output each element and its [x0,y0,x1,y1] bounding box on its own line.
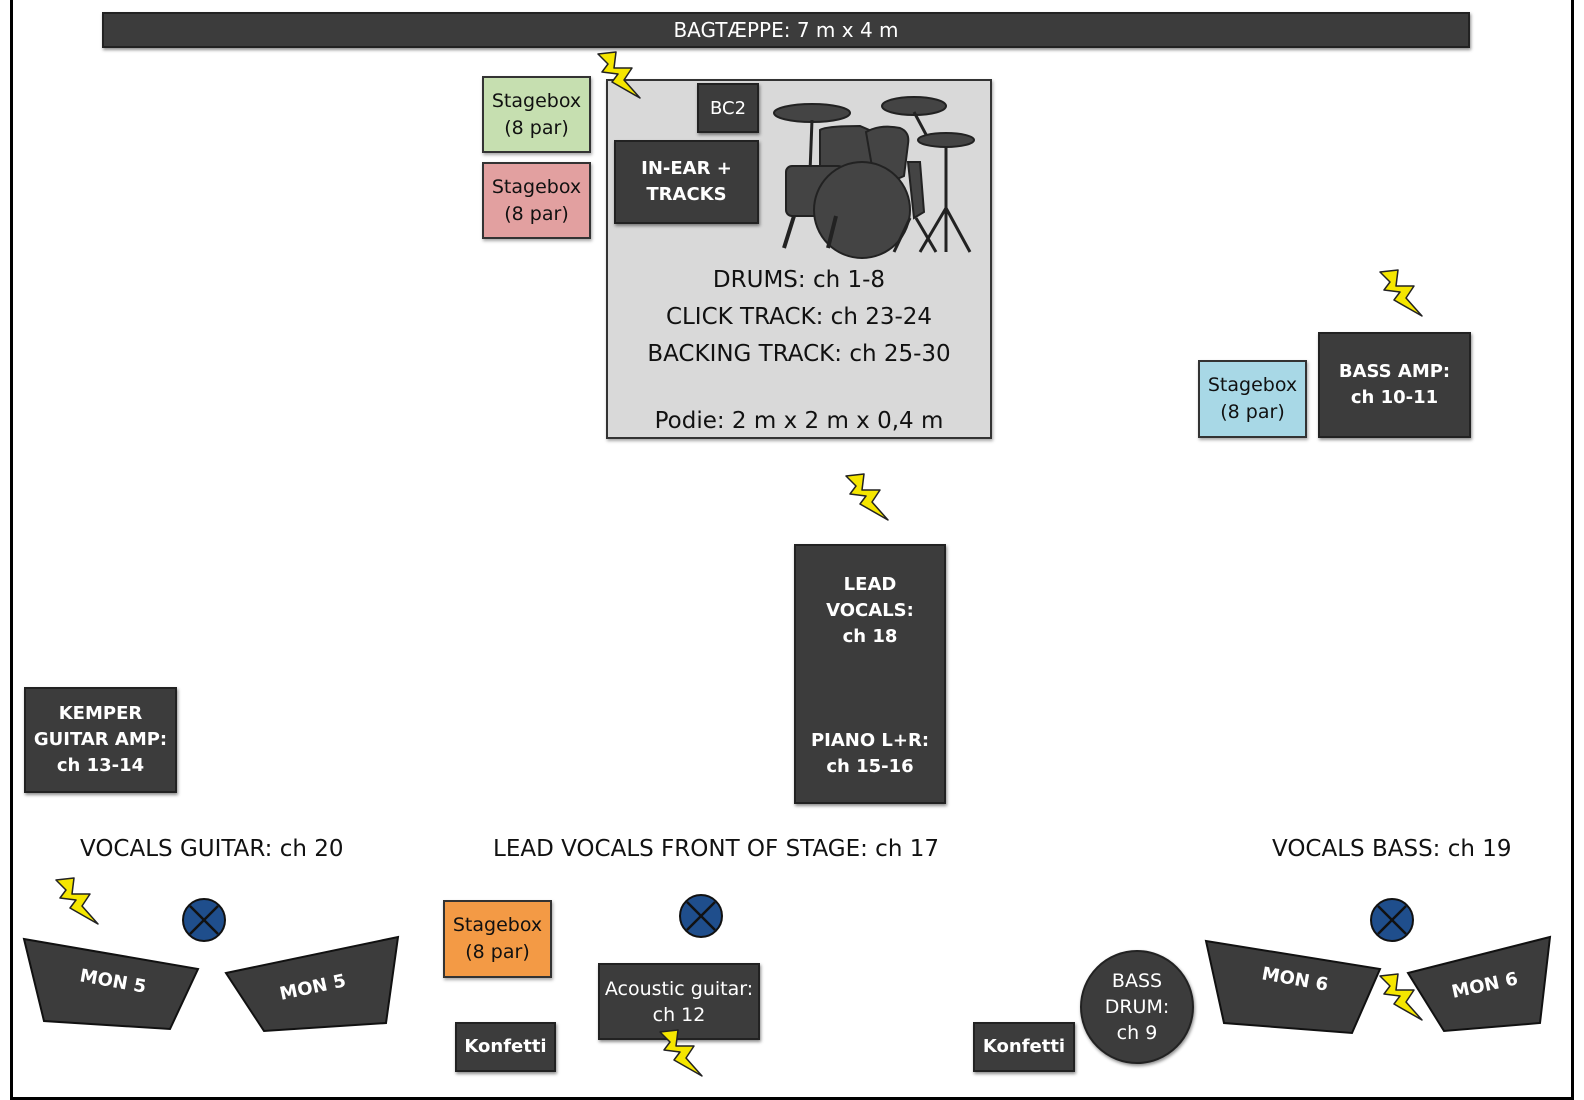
inear-line2: TRACKS [646,184,727,205]
power-icon [1379,973,1423,1021]
bass-drum: BASS DRUM: ch 9 [1080,950,1194,1064]
monitor-mon5-left: MON 5 [22,937,200,1031]
bass-amp-line1: BASS AMP: [1338,361,1451,382]
lead-vocals-box: LEAD VOCALS: ch 18 PIANO L+R: ch 15-16 [794,544,946,804]
stagebox-blue: Stagebox (8 par) [1198,360,1307,438]
stagebox-green-sub: (8 par) [504,116,569,139]
konfetti-right-label: Konfetti [982,1036,1066,1057]
inear-tracks-box: IN-EAR + TRACKS [614,140,759,224]
lead-vocals-front-label: LEAD VOCALS FRONT OF STAGE: ch 17 [493,836,939,862]
stagebox-green-label: Stagebox [491,89,582,112]
acoustic-guitar-box: Acoustic guitar: ch 12 [598,963,760,1040]
kemper-line1: KEMPER [58,703,143,724]
bass-drum-line1: BASS [1111,970,1163,992]
click-channels: CLICK TRACK: ch 23-24 [665,304,933,330]
stagebox-red-label: Stagebox [491,175,582,198]
acoustic-line2: ch 12 [652,1003,706,1026]
lead-vocals-line1: LEAD [843,574,897,595]
lead-vocals-line2: VOCALS: [826,600,914,621]
konfetti-right: Konfetti [973,1022,1075,1072]
stagebox-red: Stagebox (8 par) [482,162,591,239]
stagebox-blue-sub: (8 par) [1220,401,1285,423]
monitor-mon5-right: MON 5 [224,935,400,1033]
power-icon [55,877,99,925]
riser-text: DRUMS: ch 1-8 CLICK TRACK: ch 23-24 BACK… [608,262,990,440]
stagebox-orange-sub: (8 par) [465,941,530,963]
konfetti-left-label: Konfetti [464,1036,547,1057]
power-icon [597,51,641,99]
power-icon [845,473,889,521]
konfetti-left: Konfetti [455,1022,556,1072]
stagebox-green: Stagebox (8 par) [482,76,591,153]
mic-position-lead-icon [679,894,723,938]
bass-drum-line3: ch 9 [1116,1022,1158,1044]
mic-position-bass-icon [1370,898,1414,942]
bc2-label: BC2 [709,97,747,119]
monitor-mon6-left: MON 6 [1204,939,1382,1035]
bc2-box: BC2 [697,83,759,133]
power-icon [1379,269,1423,317]
power-icon [659,1029,703,1077]
bass-amp-box: BASS AMP: ch 10-11 [1318,332,1471,438]
drum-kit-icon [773,96,975,259]
backdrop-label: BAGTÆPPE: 7 m x 4 m [673,18,899,42]
vocals-bass-label: VOCALS BASS: ch 19 [1272,836,1512,862]
lead-vocals-line3: ch 18 [842,626,898,647]
stagebox-blue-label: Stagebox [1207,374,1298,396]
acoustic-line1: Acoustic guitar: [604,977,754,1000]
bass-amp-line2: ch 10-11 [1350,387,1439,408]
backing-channels: BACKING TRACK: ch 25-30 [647,341,951,367]
kemper-amp-box: KEMPER GUITAR AMP: ch 13-14 [24,687,177,793]
vocals-guitar-label: VOCALS GUITAR: ch 20 [80,836,344,862]
inear-line1: IN-EAR + [641,158,732,179]
kemper-line2: GUITAR AMP: [33,729,168,750]
drums-channels: DRUMS: ch 1-8 [712,267,886,293]
stagebox-orange: Stagebox (8 par) [443,900,552,978]
mic-position-guitar-icon [182,898,226,942]
bass-drum-line2: DRUM: [1104,996,1170,1018]
podie-size: Podie: 2 m x 2 m x 0,4 m [654,408,944,434]
kemper-line3: ch 13-14 [56,755,145,776]
piano-line2: ch 15-16 [826,756,914,777]
stagebox-red-sub: (8 par) [504,202,569,225]
monitor-mon6-right: MON 6 [1406,935,1552,1033]
backdrop-bar: BAGTÆPPE: 7 m x 4 m [102,12,1470,48]
piano-line1: PIANO L+R: [810,730,930,751]
stagebox-orange-label: Stagebox [452,914,543,936]
